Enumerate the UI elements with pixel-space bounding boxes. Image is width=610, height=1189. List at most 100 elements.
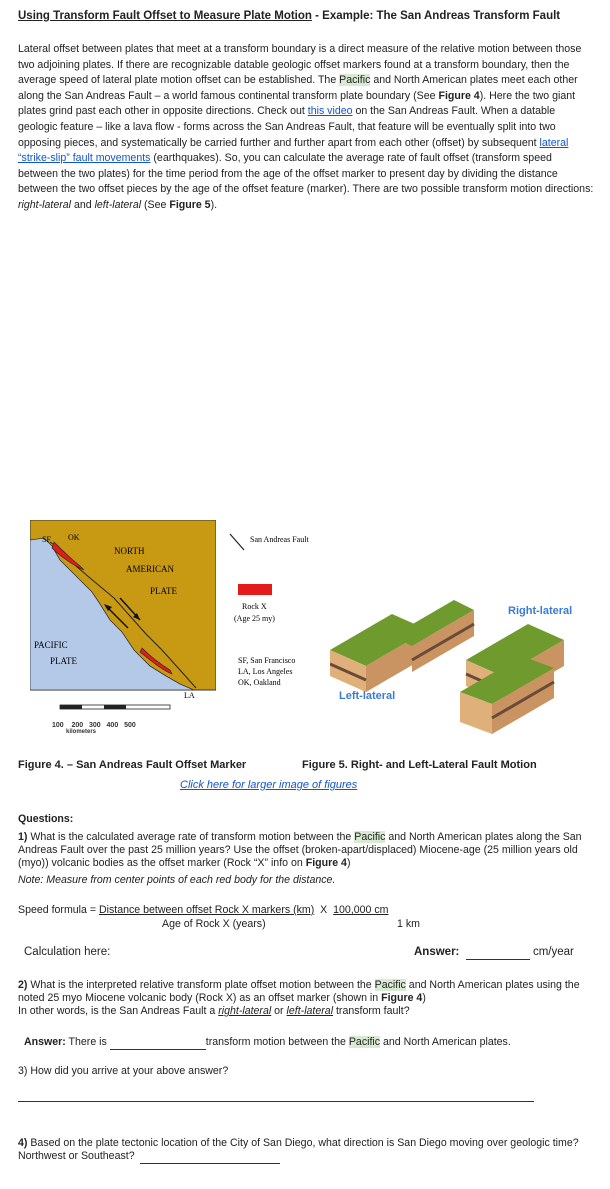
answer-unit: cm/year — [532, 946, 574, 958]
map-label-ok: OK — [68, 533, 80, 542]
intro-text: on the San Andreas Fault. When a datable… — [18, 105, 556, 149]
right-lateral-term: right-lateral — [18, 198, 71, 211]
arrow-pacific — [107, 607, 129, 629]
intro-text: ). — [210, 198, 218, 211]
map-label-north: NORTH — [114, 546, 145, 556]
question-2: 2) What is the interpreted relative tran… — [18, 979, 592, 1018]
speed-formula-numerator: Distance between offset Rock X markers (… — [98, 904, 315, 916]
figure4-ref: Figure 4 — [438, 89, 480, 102]
rock-x-legend-icon — [238, 584, 272, 595]
legend-abbr-sf: SF, San Francisco — [238, 656, 295, 665]
question-1-note: Note: Measure from center points of each… — [18, 874, 336, 886]
title-main: Using Transform Fault Offset to Measure … — [18, 10, 312, 22]
block-side — [460, 692, 492, 734]
fault-blocks-diagram — [330, 600, 564, 734]
larger-image-link-text[interactable]: Click here for larger image of figures — [180, 779, 358, 791]
scale-labels: 100 200 300 400 500 kilometers — [52, 722, 192, 735]
questions-heading: Questions: — [18, 813, 74, 825]
map-label-la: LA — [184, 691, 195, 700]
question-text: transform fault? — [333, 1005, 410, 1017]
rock-layer — [330, 662, 367, 682]
intro-text: and — [71, 198, 95, 211]
block-top — [460, 656, 554, 704]
answer-text: There is — [65, 1036, 110, 1048]
question-4: 4) Based on the plate tectonic location … — [18, 1137, 590, 1164]
answer-3-line[interactable] — [18, 1101, 534, 1102]
conversion-denominator: 1 km — [397, 918, 420, 930]
right-lateral-block — [460, 624, 564, 734]
highlight-pacific: Pacific — [374, 979, 406, 991]
arrow-head — [133, 613, 140, 620]
intro-text: ). Here the two giant plates grind past … — [18, 89, 576, 118]
question-text: and North American plates along the San … — [18, 831, 582, 869]
intro-paragraph: Lateral offset between plates that meet … — [18, 42, 594, 214]
intro-text: Lateral offset between plates that meet … — [18, 43, 582, 87]
rock-x-north — [51, 541, 85, 571]
scale-tick: 100 — [52, 722, 64, 729]
rock-x-south — [139, 647, 173, 675]
figure4-ref: Figure 4 — [305, 857, 347, 869]
left-lateral-label: Left-lateral — [339, 690, 396, 702]
map-label-american: AMERICAN — [126, 564, 175, 574]
answer-2: Answer: There is transform motion betwee… — [24, 1036, 511, 1050]
question-text: and North American plates using the note… — [18, 979, 580, 1004]
scale-tick: 400 — [106, 722, 119, 729]
intro-text: (See — [141, 198, 170, 211]
right-lateral-label: Right-lateral — [508, 605, 573, 617]
video-link[interactable]: this video — [307, 105, 353, 118]
intro-text: (earthquakes). So, you can calculate the… — [18, 152, 594, 196]
fault-legend-icon — [229, 533, 245, 551]
legend-abbr-ok: OK, Oakland — [238, 678, 281, 687]
multiply-sign: X — [320, 904, 328, 916]
question-text: Based on the plate tectonic location of … — [18, 1137, 579, 1162]
speed-formula: Speed formula = Distance between offset … — [18, 904, 389, 917]
answer-label: Answer: — [24, 1036, 66, 1048]
strike-slip-link[interactable]: lateral “strike-slip” fault movements — [18, 136, 569, 165]
legend-abbr-la: LA, Los Angeles — [238, 667, 292, 676]
map-label-plate: PLATE — [150, 586, 178, 596]
map-label-pacific-plate: PLATE — [50, 656, 78, 666]
fault-map: OK SF NORTH AMERICAN PLATE PACIFIC PLATE… — [30, 520, 216, 710]
speed-formula-label: Speed formula = — [18, 904, 99, 916]
question-text: ) — [346, 857, 351, 869]
answer-text: and North American plates. — [380, 1036, 511, 1048]
map-label-pacific: PACIFIC — [34, 640, 68, 650]
answer-1: Answer: cm/year — [414, 946, 574, 960]
answer-2-blank[interactable] — [109, 1036, 206, 1050]
highlight-pacific: Pacific — [354, 831, 386, 843]
rock-layer — [491, 680, 555, 720]
question-number: 1) — [18, 831, 28, 843]
highlight-pacific: Pacific — [348, 1036, 381, 1048]
figure4-ref: Figure 4 — [381, 992, 423, 1004]
figure5-ref: Figure 5 — [169, 198, 211, 211]
rock-layer — [411, 622, 475, 662]
highlight-pacific: Pacific — [339, 74, 371, 87]
question-1: 1) What is the calculated average rate o… — [18, 831, 590, 870]
scale-tick: 500 — [124, 722, 136, 729]
larger-image-link[interactable]: Click here for larger image of figures — [180, 779, 357, 791]
block-top — [466, 624, 564, 676]
left-lateral-term: left-lateral — [286, 1005, 334, 1017]
question-text: or — [271, 1005, 287, 1017]
map-label-sf: SF — [42, 535, 51, 544]
speed-formula-denominator: Age of Rock X (years) — [162, 918, 266, 930]
question-text: What is the calculated average rate of t… — [27, 831, 355, 843]
question-text: In other words, is the San Andreas Fault… — [18, 1005, 219, 1017]
title-example: Example: The San Andreas Transform Fault — [322, 10, 561, 22]
page-title: Using Transform Fault Offset to Measure … — [18, 10, 560, 22]
legend-fault-label: San Andreas Fault — [250, 535, 309, 544]
intro-text: and North American plates meet each othe… — [18, 74, 578, 102]
answer-1-blank[interactable] — [465, 946, 530, 960]
legend-rock-age: (Age 25 my) — [234, 614, 275, 623]
left-lateral-block — [330, 600, 475, 692]
block-top — [392, 600, 474, 646]
legend-rock-x: Rock X — [242, 602, 267, 611]
answer-text: transform motion between the — [205, 1036, 349, 1048]
title-separator: - — [311, 10, 323, 22]
calculation-label: Calculation here: — [24, 946, 111, 958]
answer-4-blank[interactable] — [140, 1150, 281, 1164]
scale-tick: 300 — [89, 722, 101, 729]
figure4-caption: Figure 4. – San Andreas Fault Offset Mar… — [18, 759, 247, 771]
left-lateral-term: left-lateral — [94, 198, 142, 211]
scale-segment — [60, 705, 82, 709]
